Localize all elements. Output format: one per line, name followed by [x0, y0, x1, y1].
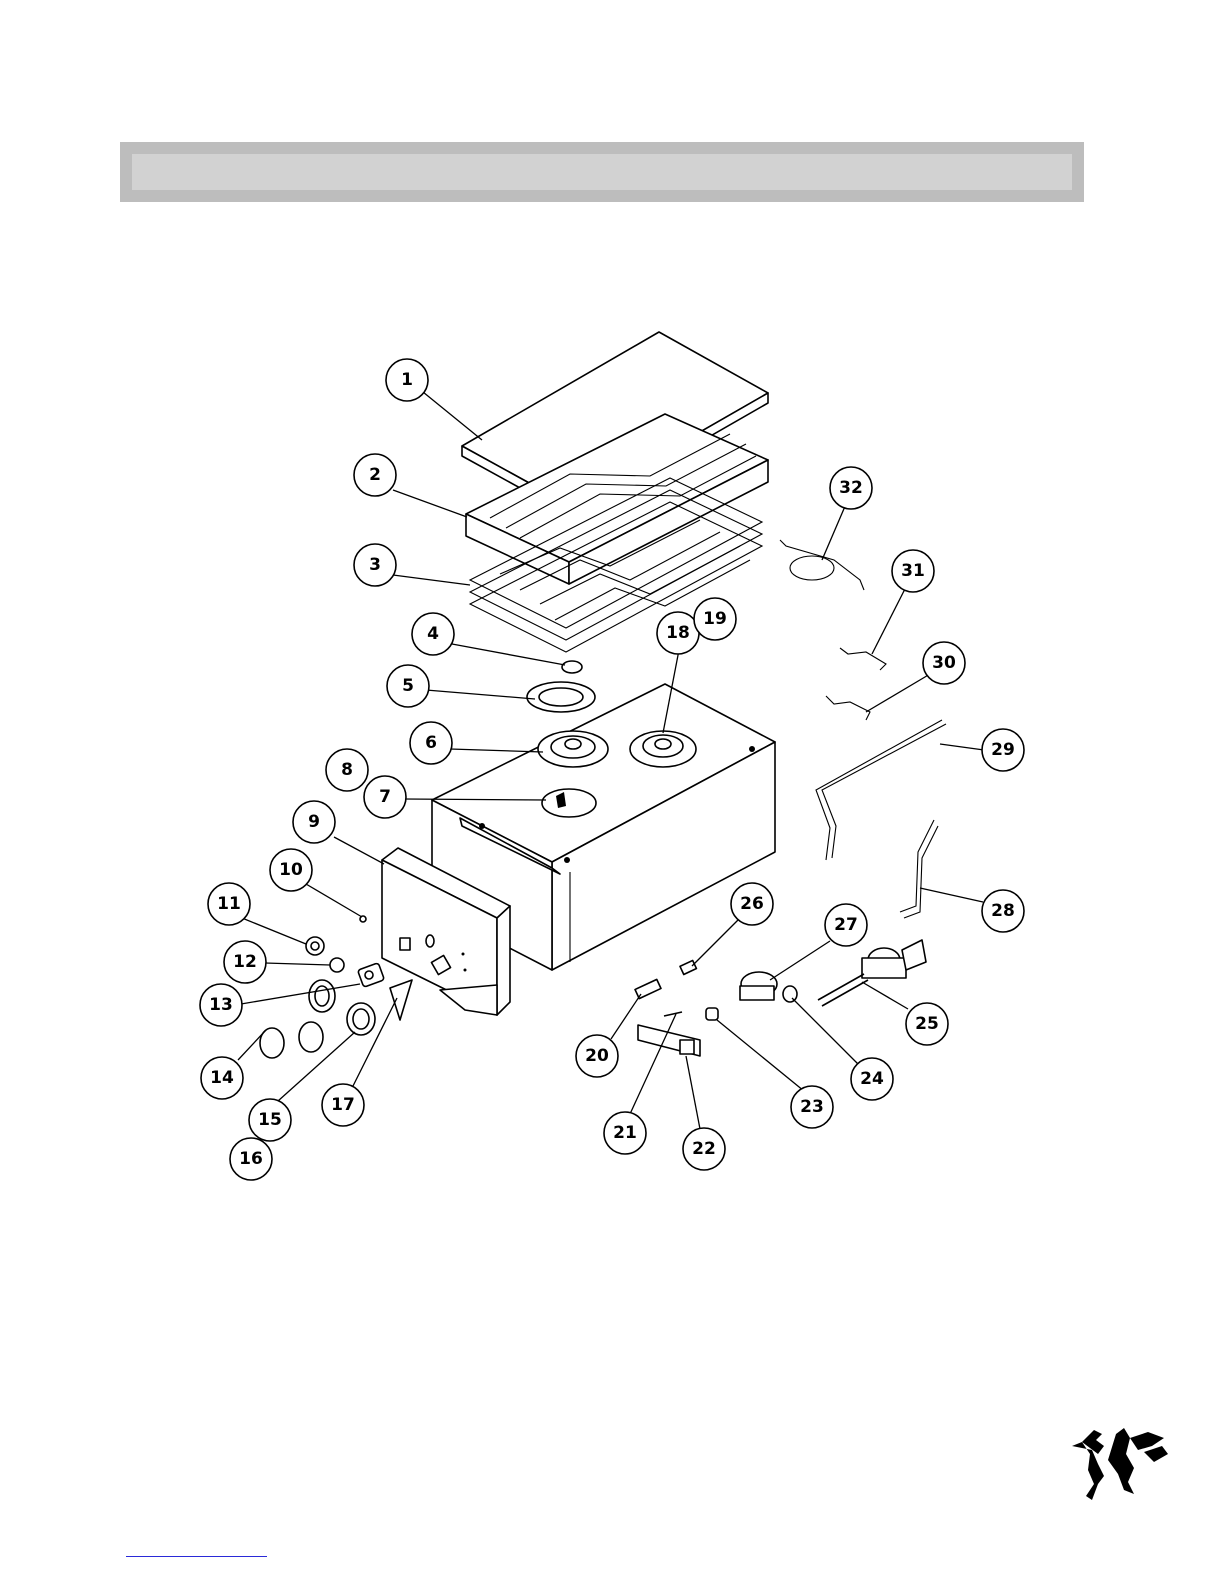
callout-13: 13 [200, 984, 242, 1026]
svg-text:31: 31 [901, 561, 925, 581]
svg-text:28: 28 [991, 901, 1015, 921]
footer-rule [126, 1556, 267, 1557]
svg-text:12: 12 [233, 952, 257, 972]
callout-18: 18 [657, 612, 699, 654]
callout-4: 4 [412, 613, 454, 655]
part-wire-handle [780, 540, 864, 590]
callout-2: 2 [354, 454, 396, 496]
svg-text:21: 21 [613, 1123, 637, 1143]
svg-text:6: 6 [425, 733, 437, 753]
svg-text:5: 5 [402, 676, 414, 696]
svg-text:3: 3 [369, 555, 381, 575]
callout-7: 7 [364, 776, 406, 818]
callout-9: 9 [293, 801, 335, 843]
svg-text:25: 25 [915, 1014, 939, 1034]
part-elbow [680, 960, 696, 974]
part-burner-2 [630, 731, 696, 767]
part-orifice [706, 1008, 718, 1020]
callout-31: 31 [892, 550, 934, 592]
part-hose-regulator [818, 940, 926, 1006]
callout-26: 26 [731, 883, 773, 925]
svg-text:10: 10 [279, 860, 303, 880]
callout-22: 22 [683, 1128, 725, 1170]
svg-text:16: 16 [239, 1149, 263, 1169]
callout-23: 23 [791, 1086, 833, 1128]
part-cap-right [299, 1022, 323, 1052]
eagle-logo-icon [1068, 1424, 1172, 1504]
callout-30: 30 [923, 642, 965, 684]
svg-text:17: 17 [331, 1095, 355, 1115]
svg-text:19: 19 [703, 609, 727, 629]
svg-text:14: 14 [210, 1068, 234, 1088]
svg-text:2: 2 [369, 465, 381, 485]
callout-8: 8 [326, 749, 368, 791]
part-ring [527, 682, 595, 712]
part-bracket [390, 980, 412, 1020]
part-handle-bracket-2 [840, 648, 886, 670]
callout-24: 24 [851, 1058, 893, 1100]
callout-19: 19 [694, 598, 736, 640]
svg-text:13: 13 [209, 995, 233, 1015]
svg-text:9: 9 [308, 812, 320, 832]
callout-6: 6 [410, 722, 452, 764]
callout-16: 16 [230, 1138, 272, 1180]
svg-text:24: 24 [860, 1069, 884, 1089]
callout-12: 12 [224, 941, 266, 983]
svg-text:8: 8 [341, 760, 353, 780]
svg-text:30: 30 [932, 653, 956, 673]
part-regulator [740, 972, 777, 1000]
callout-25: 25 [906, 1003, 948, 1045]
callout-11: 11 [208, 883, 250, 925]
callout-21: 21 [604, 1112, 646, 1154]
callout-14: 14 [201, 1057, 243, 1099]
part-gas-tube-long [822, 724, 946, 858]
part-burner-base [542, 789, 596, 817]
svg-text:7: 7 [379, 787, 391, 807]
part-igniter-switch [358, 963, 385, 987]
part-fitting [783, 986, 797, 1002]
svg-text:29: 29 [991, 740, 1015, 760]
callout-28: 28 [982, 890, 1024, 932]
part-burner [538, 731, 608, 767]
callout-20: 20 [576, 1035, 618, 1077]
callout-32: 32 [830, 467, 872, 509]
part-knob [306, 937, 324, 955]
svg-text:22: 22 [692, 1139, 716, 1159]
part-burner-cap [562, 661, 582, 673]
svg-text:11: 11 [217, 894, 241, 914]
part-thermocouple [664, 1012, 682, 1016]
svg-text:27: 27 [834, 915, 858, 935]
svg-text:26: 26 [740, 894, 764, 914]
part-handle-bracket [826, 696, 870, 720]
callout-5: 5 [387, 665, 429, 707]
callout-15: 15 [249, 1099, 291, 1141]
svg-text:15: 15 [258, 1110, 282, 1130]
callout-10: 10 [270, 849, 312, 891]
part-knob-nut [330, 958, 344, 972]
callout-17: 17 [322, 1084, 364, 1126]
callout-3: 3 [354, 544, 396, 586]
callout-29: 29 [982, 729, 1024, 771]
svg-text:20: 20 [585, 1046, 609, 1066]
part-gas-tube-short [900, 820, 934, 912]
part-bezel [309, 980, 335, 1012]
callout-27: 27 [825, 904, 867, 946]
svg-text:18: 18 [666, 623, 690, 643]
svg-text:32: 32 [839, 478, 863, 498]
svg-text:23: 23 [800, 1097, 824, 1117]
part-bezel-2 [347, 1003, 375, 1035]
svg-text:1: 1 [401, 370, 413, 390]
svg-text:4: 4 [427, 624, 439, 644]
callout-1: 1 [386, 359, 428, 401]
part-valve-fitting [635, 979, 661, 998]
part-gas-tube-short-edge [904, 826, 938, 918]
